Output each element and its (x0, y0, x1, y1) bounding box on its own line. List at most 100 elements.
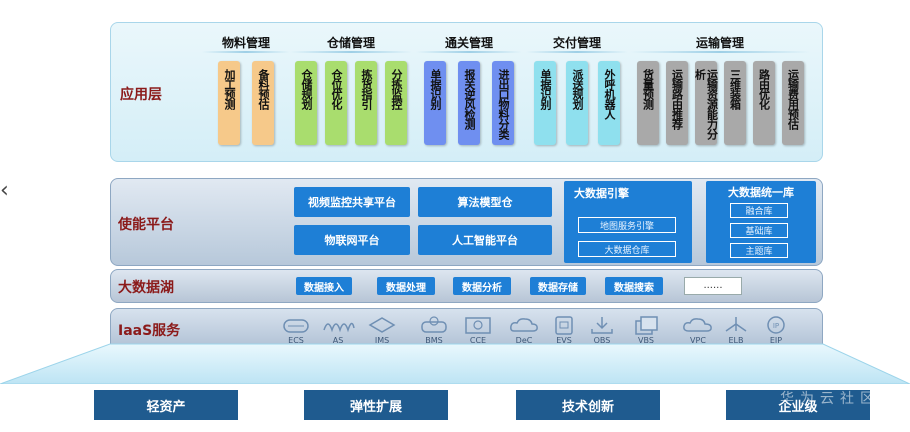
elb-service[interactable]: ELB (716, 314, 756, 345)
evs-service[interactable]: EVS (544, 314, 584, 345)
vpc-service[interactable]: VPC (678, 314, 718, 345)
ecs-icon (283, 319, 309, 333)
video-platform-button[interactable]: 视频监控共享平台 (294, 187, 410, 217)
group-title: 运输管理 (695, 36, 744, 50)
application-layer-title: 应用层 (120, 87, 162, 103)
app-item[interactable]: 报关逆风检测 (458, 61, 480, 145)
group-title: 通关管理 (444, 36, 493, 50)
elb-icon (725, 317, 747, 332)
svg-text:IP: IP (773, 322, 779, 330)
service-label: VBS (638, 336, 654, 345)
cce-service[interactable]: CCE (458, 314, 498, 345)
app-item[interactable]: 加工预测 (218, 61, 240, 145)
app-item[interactable]: 仓储规划 (295, 61, 317, 145)
service-label: DeC (515, 336, 533, 345)
group-title: 仓储管理 (326, 36, 375, 50)
app-group-customs: 通关管理 单据识别 报关逆风检测 进出口物料分类 (416, 34, 522, 156)
group-divider (630, 51, 810, 53)
vpc-icon (683, 318, 712, 332)
bigdata-warehouse[interactable]: 大数据仓库 (578, 241, 676, 257)
light-asset-button[interactable]: 轻资产 (94, 390, 238, 420)
data-storage-button[interactable]: 数据存储 (530, 277, 586, 295)
group-title: 物料管理 (221, 36, 270, 50)
tech-innovation-button[interactable]: 技术创新 (516, 390, 660, 420)
bigdata-unified-title: 大数据统一库 (728, 186, 794, 199)
service-label: EIP (769, 336, 783, 345)
service-label: BMS (425, 336, 443, 345)
vbs-icon (635, 316, 658, 335)
app-item[interactable]: 单据识别 (534, 61, 556, 145)
obs-icon (591, 317, 613, 334)
group-divider (202, 51, 290, 53)
app-group-material: 物料管理 加工预测 备料预估 (202, 34, 290, 156)
more-box[interactable]: ...... (684, 277, 742, 295)
service-label: CCE (469, 336, 487, 345)
iot-platform-button[interactable]: 物联网平台 (294, 225, 410, 255)
app-group-warehouse: 仓储管理 仓储规划 仓位优化 拣货指引 分拣监控 (290, 34, 412, 156)
app-item[interactable]: 货量预测 (636, 61, 659, 145)
bms-icon (421, 316, 447, 333)
fusion-library[interactable]: 融合库 (730, 203, 788, 218)
app-item[interactable]: 派送规划 (566, 61, 588, 145)
service-label: EVS (556, 336, 572, 345)
app-item[interactable]: 分拣监控 (385, 61, 407, 145)
service-label: ECS (288, 336, 304, 345)
group-divider (416, 51, 522, 53)
bms-service[interactable]: BMS (414, 314, 454, 345)
service-label: VPC (690, 336, 706, 345)
ims-icon (368, 317, 396, 333)
vbs-service[interactable]: VBS (626, 314, 666, 345)
service-label: AS (332, 336, 344, 345)
cce-icon (465, 317, 491, 334)
topic-library[interactable]: 主题库 (730, 243, 788, 258)
app-item[interactable]: 运输路由推荐 (665, 61, 688, 145)
ecs-service[interactable]: ECS (276, 314, 316, 345)
as-service[interactable]: AS (318, 314, 358, 345)
group-title: 交付管理 (552, 36, 601, 50)
app-item[interactable]: 进出口物料分类 (492, 61, 514, 145)
ai-platform-button[interactable]: 人工智能平台 (418, 225, 552, 255)
bigdata-engine-title: 大数据引擎 (574, 187, 629, 200)
base-library[interactable]: 基础库 (730, 223, 788, 238)
app-item[interactable]: 运输费用预估 (781, 61, 804, 145)
ims-service[interactable]: IMS (362, 314, 402, 345)
group-divider (526, 51, 628, 53)
app-item[interactable]: 路由优化 (752, 61, 775, 145)
group-divider (290, 51, 412, 53)
map-service-engine[interactable]: 地图服务引擎 (578, 217, 676, 233)
app-item[interactable]: 运输资源能力分析 (694, 61, 719, 145)
dec-service[interactable]: DeC (504, 314, 544, 345)
service-label: IMS (374, 336, 390, 345)
obs-service[interactable]: OBS (582, 314, 622, 345)
app-group-delivery: 交付管理 单据识别 派送规划 外呼机器人 (526, 34, 628, 156)
bigdata-unified-panel: 大数据统一库 融合库 基础库 主题库 (706, 181, 816, 263)
eip-service[interactable]: IP EIP (756, 314, 796, 345)
watermark: 华为云社区 (780, 391, 880, 407)
left-edge-glyph: ‹ (0, 178, 9, 203)
dec-icon (510, 318, 538, 332)
data-process-button[interactable]: 数据处理 (377, 277, 435, 295)
data-ingest-button[interactable]: 数据接入 (296, 277, 352, 295)
as-icon (323, 322, 355, 333)
bigdata-engine-panel: 大数据引擎 地图服务引擎 大数据仓库 (564, 181, 692, 263)
enterprise-button[interactable]: 企业级 (726, 390, 870, 420)
iaas-layer-title: IaaS服务 (118, 323, 181, 339)
app-item[interactable]: 外呼机器人 (598, 61, 620, 145)
elastic-scaling-button[interactable]: 弹性扩展 (304, 390, 448, 420)
app-item[interactable]: 拣货指引 (355, 61, 377, 145)
evs-icon (555, 316, 573, 335)
eip-icon: IP (767, 316, 785, 334)
app-item[interactable]: 仓位优化 (325, 61, 347, 145)
service-label: OBS (593, 336, 611, 345)
service-label: ELB (728, 336, 744, 345)
data-analysis-button[interactable]: 数据分析 (453, 277, 511, 295)
data-search-button[interactable]: 数据搜索 (605, 277, 663, 295)
app-item[interactable]: 三维装箱 (723, 61, 746, 145)
enablement-layer-title: 使能平台 (118, 217, 174, 233)
app-item[interactable]: 单据识别 (424, 61, 446, 145)
app-item[interactable]: 备料预估 (252, 61, 274, 145)
data-lake-layer-title: 大数据湖 (118, 280, 174, 296)
algo-warehouse-button[interactable]: 算法模型仓 (418, 187, 552, 217)
app-group-transport: 运输管理 货量预测 运输路由推荐 运输资源能力分析 三维装箱 路由优化 运输费用… (630, 34, 810, 156)
base-platform (0, 343, 910, 385)
